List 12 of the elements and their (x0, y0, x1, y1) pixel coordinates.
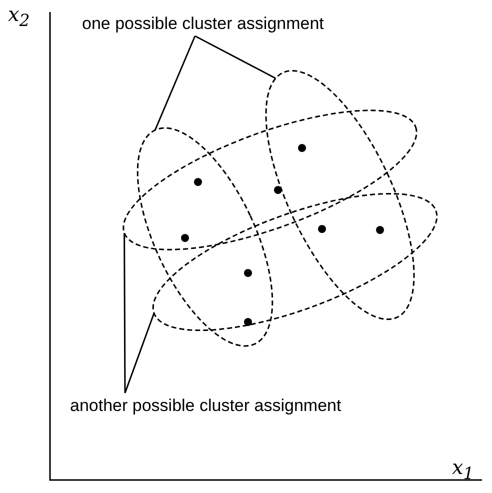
leader-line (124, 233, 126, 393)
cluster-ellipse (265, 70, 415, 320)
axis-label: x$_{1}$ (452, 455, 474, 483)
cluster-ellipse (152, 193, 438, 331)
axis-label: x$_{2}$ (8, 2, 30, 30)
annotation-text: one possible cluster assignment (82, 14, 324, 34)
leader-line (154, 36, 196, 130)
cluster-ellipse (122, 110, 418, 250)
leader-line (194, 35, 276, 79)
annotation-text: another possible cluster assignment (70, 396, 342, 416)
cluster-ellipse (136, 127, 274, 347)
leader-line (124, 313, 155, 394)
